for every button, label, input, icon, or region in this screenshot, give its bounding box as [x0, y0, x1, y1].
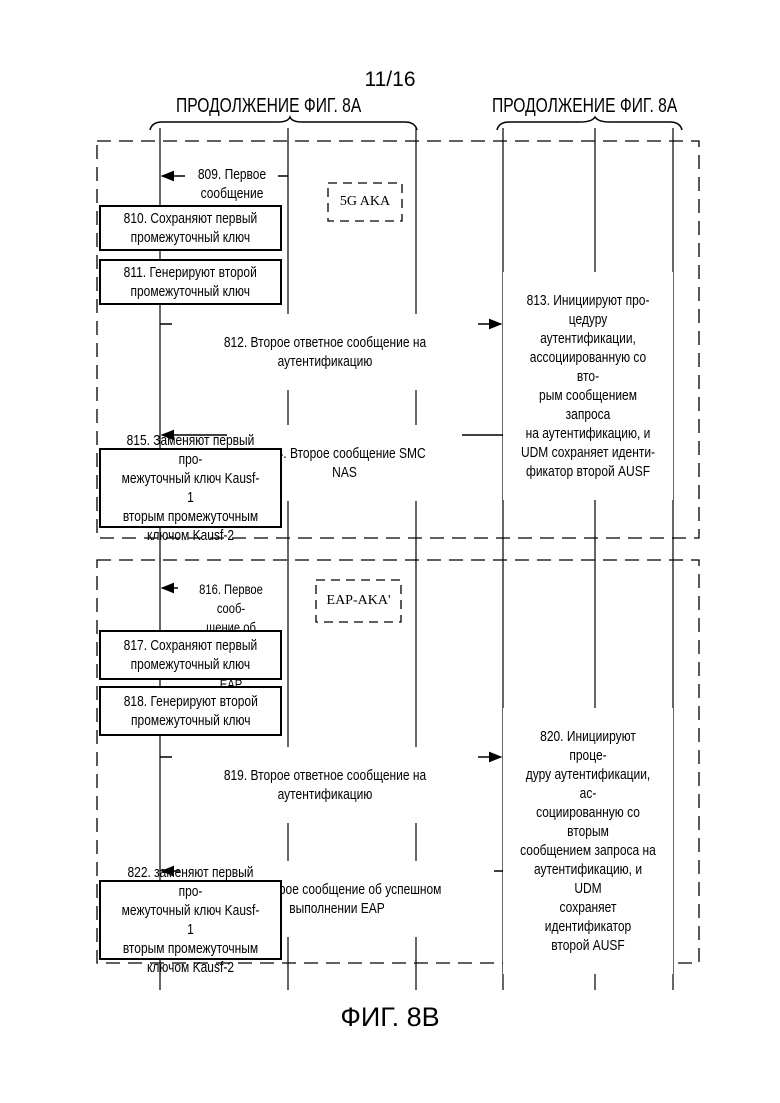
- note-820: 820. Инициируют проце- дуру аутентификац…: [503, 708, 673, 974]
- message-812-label: 812. Второе ответное сообщение на аутент…: [172, 314, 478, 390]
- step-815-box: 815. Заменяют первый про- межуточный клю…: [99, 448, 282, 528]
- message-819-label: 819. Второе ответное сообщение на аутент…: [172, 747, 478, 823]
- tag-eap-aka: EAP-AKA': [316, 580, 401, 622]
- figure-caption: ФИГ. 8B: [290, 1002, 490, 1033]
- step-811-box: 811. Генерируют второй промежуточный клю…: [99, 259, 282, 305]
- left-header-brace: [150, 117, 417, 130]
- step-810-box: 810. Сохраняют первый промежуточный ключ: [99, 205, 282, 251]
- right-header-brace: [497, 117, 682, 130]
- sheet-number: 11/16: [340, 68, 440, 92]
- step-817-box: 817. Сохраняют первый промежуточный ключ: [99, 630, 282, 680]
- left-continuation-label: ПРОДОЛЖЕНИЕ ФИГ. 8A: [176, 95, 361, 118]
- step-818-box: 818. Генерируют второй промежуточный клю…: [99, 686, 282, 736]
- right-continuation-label: ПРОДОЛЖЕНИЕ ФИГ. 8A: [492, 95, 677, 118]
- step-822-box: 822. заменяют первый про- межуточный клю…: [99, 880, 282, 960]
- note-813: 813. Инициируют про- цедуру аутентификац…: [503, 272, 673, 500]
- tag-5g-aka: 5G AKA: [328, 183, 402, 221]
